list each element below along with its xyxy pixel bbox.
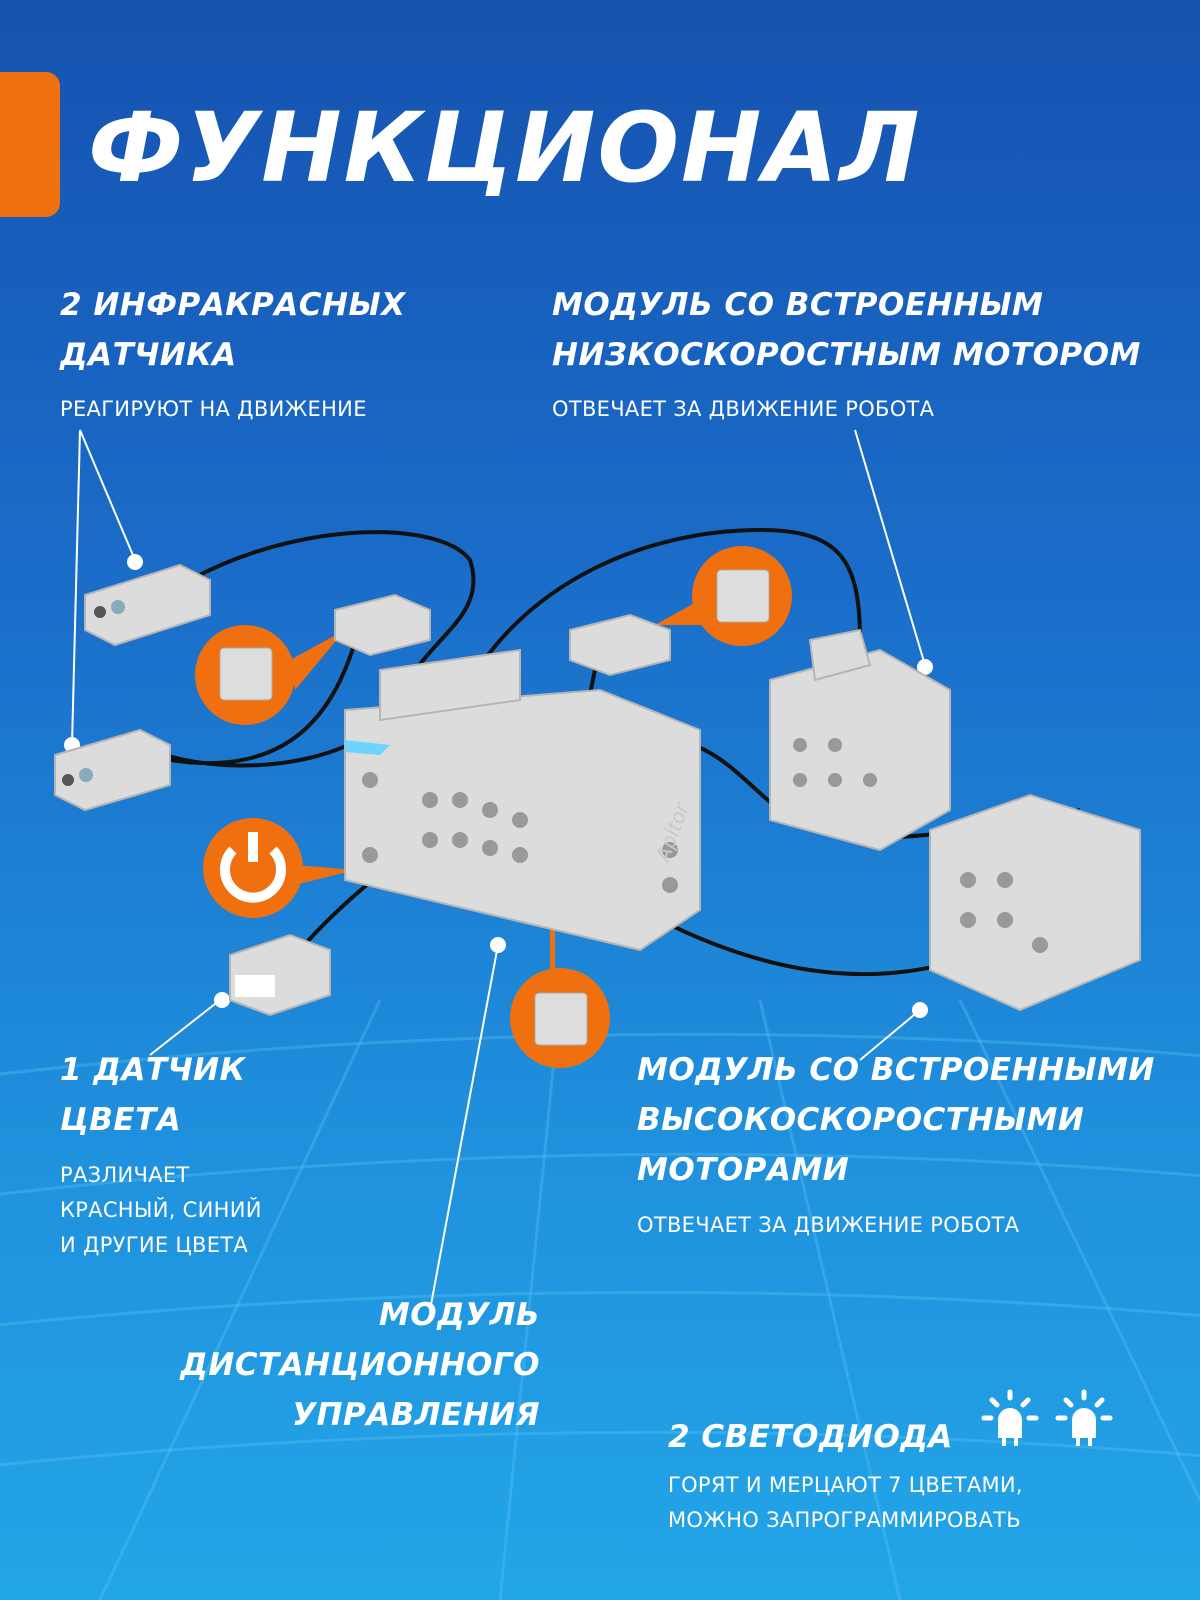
led-icons xyxy=(980,1388,1114,1448)
ir-sensors-description: РЕАГИРУЮТ НА ДВИЖЕНИЕ xyxy=(60,397,367,421)
high-speed-motors-description: ОТВЕЧАЕТ ЗА ДВИЖЕНИЕ РОБОТА xyxy=(637,1213,1020,1237)
low-speed-motor-description: ОТВЕЧАЕТ ЗА ДВИЖЕНИЕ РОБОТА xyxy=(552,397,935,421)
title-accent-tab xyxy=(0,72,60,217)
led-icon xyxy=(981,1389,1039,1446)
led-icon xyxy=(1055,1389,1113,1446)
page-title: ФУНКЦИОНАЛ xyxy=(88,92,922,204)
leds-heading: 2 СВЕТОДИОДА xyxy=(668,1419,953,1455)
leds-description: ГОРЯТ И МЕРЦАЮТ 7 ЦВЕТАМИ,МОЖНО ЗАПРОГРА… xyxy=(668,1473,1023,1532)
